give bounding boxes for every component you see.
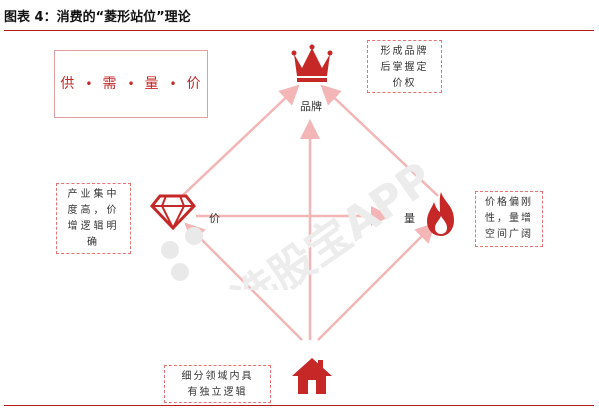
house-icon bbox=[292, 358, 332, 394]
sdq-volume: 量 bbox=[144, 76, 160, 92]
note-price: 产业集中 度高，价 增逻辑明 确 bbox=[56, 183, 131, 254]
note-brand: 形成品牌 后掌握定 价权 bbox=[367, 40, 442, 93]
arrow-price-to-brand bbox=[181, 84, 300, 197]
price-label: 价 bbox=[209, 212, 220, 225]
supply-demand-box: 供 • 需 • 量 • 价 bbox=[54, 50, 208, 118]
note-niche: 细分领域内具 有独立逻辑 bbox=[164, 365, 271, 403]
arrow-base-to-price bbox=[184, 222, 303, 341]
arrow-base-to-volume bbox=[317, 222, 436, 341]
sdq-price: 价 bbox=[186, 76, 202, 92]
brand-label: 品牌 bbox=[300, 100, 322, 113]
bottom-rule bbox=[4, 405, 594, 406]
title-rule bbox=[4, 30, 594, 31]
figure-title: 图表 4：消费的“菱形站位”理论 bbox=[4, 10, 191, 25]
flame-icon bbox=[427, 192, 454, 236]
crown-icon bbox=[291, 44, 333, 82]
diamond-icon bbox=[150, 194, 196, 230]
sdq-demand: 需 bbox=[102, 76, 118, 92]
volume-label: 量 bbox=[404, 212, 415, 225]
sdq-supply: 供 bbox=[60, 76, 76, 92]
arrow-volume-to-brand bbox=[320, 84, 439, 197]
note-volume: 价格偏刚 性，量增 空间广阔 bbox=[475, 191, 543, 247]
